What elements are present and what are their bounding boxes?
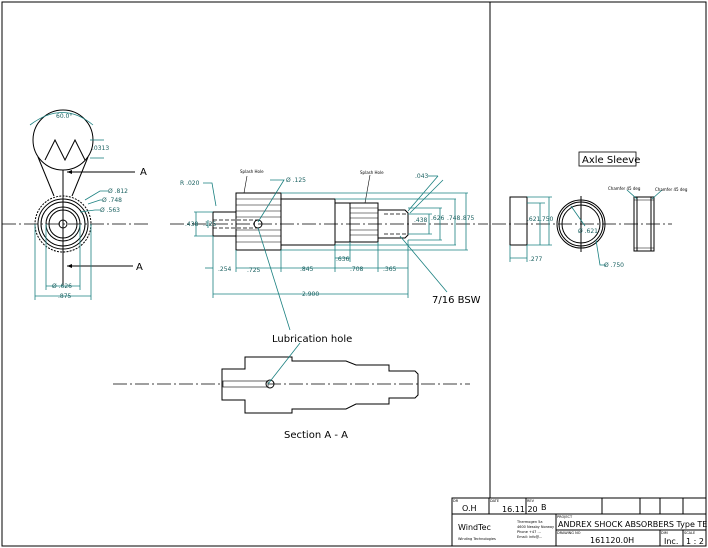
right-dia-748-dim: .748 [447,215,461,222]
right-dia-875-dim: .875 [461,215,475,222]
sleeve-outer-dia-dim: Ø .750 [604,262,624,269]
drawn-by: O.H [462,504,477,513]
date: 16.11.20 [502,505,538,514]
drawing-no-label: DRAWING NO [557,531,581,535]
chamfer-dim: .043 [415,173,429,180]
dia-626-dim: Ø .626 [52,283,72,290]
company-subtitle: Winding Technologies [458,537,496,541]
address-line: Phone +47 ... [517,530,541,534]
lubrication-hole-label: Lubrication hole [272,334,352,345]
splash-hole-label-right: Splash Hole [360,170,384,175]
total-length-dim: 2.900 [302,291,319,298]
shaft-side-view: Splash Hole Splash Hole R .020 Ø .125 .0… [170,169,488,331]
section-title: Section A - A [284,430,348,441]
splash-hole-label-left: Splash Hole [240,169,264,174]
sleeve-width-dim: .277 [529,256,543,263]
date-label: DATE [490,499,499,503]
scale: 1 : 2 [686,537,704,546]
chamfer-label-2: Chamfer 45 deg [655,187,688,192]
sleeve-inner-dim: .621 [527,216,541,223]
section-view: Lubrication hole Section A - A [113,334,470,441]
chamfer-label-1: Chamfer 45 deg [608,186,641,191]
right-dia-438-dim: .438 [414,217,428,224]
thread-depth-dim: .0313 [92,145,109,152]
left-dia-438-dim: .438 [185,221,199,228]
sleeve-views: Axle Sleeve .621 .750 .277 Ø .621 Ø .750… [492,151,688,269]
unit: Inc. [664,537,678,546]
drawing-number: 161120.0H [590,536,634,545]
width-875-dim: .875 [58,293,72,300]
section-marker-bottom: A [136,262,143,273]
len-845-dim: .845 [300,266,314,273]
end-view: 60.0° .0313 A A Ø .812 Ø .748 Ø .563 Ø .… [2,109,150,300]
sleeve-inner-dia-dim: Ø .621 [578,228,598,235]
revision: B [541,503,547,512]
address-line: 4600 Nessby Norway [517,525,554,529]
dia-563-dim: Ø .563 [100,207,120,214]
hole-dia-dim: Ø .125 [286,177,306,184]
address-line: Email: info@... [517,535,542,539]
radius-dim: R .020 [180,180,200,187]
sleeve-outer-dim: .750 [540,216,554,223]
thread-label: 7/16 BSW [432,295,481,306]
drawn-by-label: DR [453,499,459,503]
project-title: ANDREX SHOCK ABSORBERS Type TE1, INTERNA… [558,520,708,529]
right-dia-626-dim: .626 [431,215,445,222]
dia-748-dim: Ø .748 [102,197,122,204]
len-708-dim: .708 [350,266,364,273]
len-725-dim: .725 [247,267,261,274]
left-dia-125-dim: .125 [203,221,217,228]
section-marker-top: A [140,167,147,178]
sleeve-title-box [578,151,637,167]
knurl-right [349,202,379,243]
angle-dim: 60.0° [56,113,72,120]
rev-label: REV [527,499,535,503]
company-logo: WindTec [458,523,491,532]
shaft-section [221,356,419,414]
dia-812-dim: Ø .812 [108,188,128,195]
groove-dim: .636 [336,256,350,263]
unit-label: DIM [661,531,668,535]
title-block: DR O.H DATE 16.11.20 REV B WindTec Windi… [451,497,708,547]
len-365-dim: .365 [383,266,397,273]
sleeve-title: Axle Sleeve [582,155,640,166]
len-254-dim: .254 [218,266,232,273]
scale-label: SCALE [684,531,695,535]
address-line: Thermogen 5a [516,520,543,524]
project-label: PROJECT [557,515,573,519]
